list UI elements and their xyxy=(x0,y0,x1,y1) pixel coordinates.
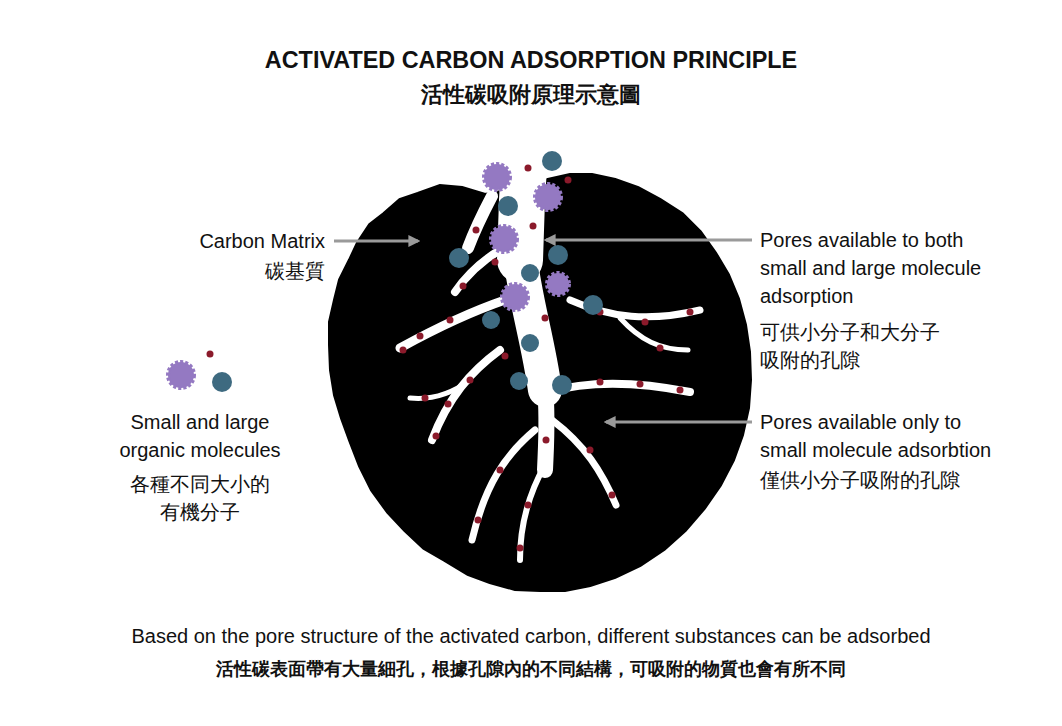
title-chinese: 活性碳吸附原理示意圖 xyxy=(0,80,1062,110)
leader-arrow xyxy=(546,239,752,242)
pore-branch xyxy=(400,300,505,348)
small-molecule xyxy=(642,319,649,326)
small-molecule xyxy=(542,315,549,322)
leader-arrow xyxy=(606,421,752,424)
small-molecule xyxy=(400,347,407,354)
small-molecule xyxy=(530,223,537,230)
small-molecules xyxy=(400,165,694,552)
small-molecule xyxy=(525,165,532,172)
leader-arrow xyxy=(334,240,418,243)
large-molecule xyxy=(168,362,194,388)
large-molecule xyxy=(535,184,561,210)
large-molecule xyxy=(502,284,528,310)
title: ACTIVATED CARBON ADSORPTION PRINCIPLE xyxy=(0,44,1062,77)
pore-channels xyxy=(400,150,700,560)
medium-molecule xyxy=(552,375,572,395)
small-molecule xyxy=(525,502,532,509)
medium-molecule xyxy=(521,264,539,282)
small-molecule xyxy=(417,333,424,340)
medium-molecule xyxy=(542,151,562,171)
small-molecule xyxy=(597,379,604,386)
large-molecules xyxy=(484,164,569,310)
small-molecule xyxy=(422,395,429,402)
small-molecule xyxy=(609,492,616,499)
molecule-sample xyxy=(168,351,232,393)
pore-trunk xyxy=(520,255,545,390)
small-molecule xyxy=(637,381,644,388)
small-molecule xyxy=(475,517,482,524)
carbon-particle xyxy=(330,150,750,590)
small-molecule xyxy=(687,309,694,316)
small-molecule xyxy=(657,345,664,352)
large-molecule xyxy=(491,226,517,252)
pore-branch xyxy=(410,380,470,398)
part-label: 碳基質 xyxy=(125,257,325,285)
small-molecule xyxy=(445,401,452,408)
medium-molecule xyxy=(449,248,469,268)
medium-molecules xyxy=(449,151,603,395)
small-molecule xyxy=(677,387,684,394)
part-label: 各種不同大小的 有機分子 xyxy=(105,470,295,526)
small-molecule xyxy=(543,437,550,444)
small-molecule xyxy=(502,353,509,360)
pore-branch xyxy=(520,465,545,560)
large-molecule xyxy=(484,164,510,190)
part-label: Carbon Matrix xyxy=(125,227,325,255)
small-molecule xyxy=(492,259,499,266)
small-molecule xyxy=(467,377,474,384)
pore-branch xyxy=(620,318,688,350)
small-molecule xyxy=(565,177,572,184)
caption-chinese: 活性碳表面帶有大量細孔，根據孔隙內的不同結構，可吸附的物質也會有所不同 xyxy=(0,656,1062,681)
part-label: 僅供小分子吸附的孔隙 xyxy=(760,466,1020,494)
pore-branch xyxy=(552,420,616,505)
small-molecule xyxy=(587,447,594,454)
medium-molecule xyxy=(583,295,603,315)
part-label: 可供小分子和大分子 吸附的孔隙 xyxy=(760,318,1000,374)
small-molecule xyxy=(473,227,480,234)
pore-trunk xyxy=(545,385,547,470)
caption: Based on the pore structure of the activ… xyxy=(6,622,1056,650)
small-molecule xyxy=(497,467,504,474)
pore-branch xyxy=(468,196,492,248)
large-molecule xyxy=(547,273,569,295)
part-label: Pores available to both small and large … xyxy=(760,226,1000,310)
medium-molecule xyxy=(548,245,568,265)
small-molecule xyxy=(207,351,214,358)
part-label: Small and large organic molecules xyxy=(105,408,295,464)
small-molecule xyxy=(460,283,467,290)
small-molecule xyxy=(433,433,440,440)
small-molecule xyxy=(517,545,524,552)
medium-molecule xyxy=(498,196,518,216)
medium-molecule xyxy=(510,372,528,390)
small-molecule xyxy=(447,317,454,324)
medium-molecule xyxy=(521,334,539,352)
medium-molecule xyxy=(482,311,500,329)
medium-molecule xyxy=(212,372,232,392)
part-label: Pores available only to small molecule a… xyxy=(760,408,1000,464)
leader-arrows xyxy=(334,240,752,422)
